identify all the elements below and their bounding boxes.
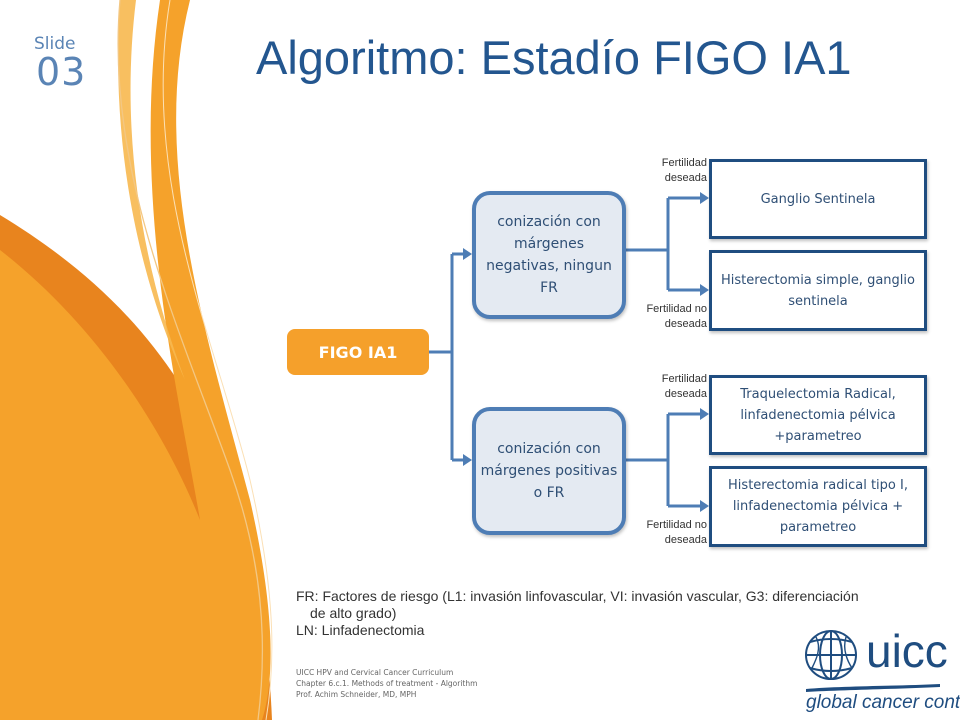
footnote-line: de alto grado) xyxy=(310,605,397,621)
credits: UICC HPV and Cervical Cancer Curriculum … xyxy=(296,667,477,700)
treatment-node-ganglio-sentinela: Ganglio Sentinela xyxy=(709,159,927,239)
arrowhead-leaf1 xyxy=(700,192,709,204)
edge-label-fertility-desired: Fertilidad deseada xyxy=(661,157,707,184)
edge-label-fertility-not-desired: Fertilidad no deseada xyxy=(646,303,707,330)
arrowhead-leaf3 xyxy=(700,408,709,420)
edge-label-fertility-desired: Fertilidad deseada xyxy=(661,373,707,400)
logo-underline xyxy=(806,684,940,692)
slide-number: 03 xyxy=(36,50,87,94)
logo-tagline: global cancer control xyxy=(806,692,960,713)
treatment-node-histerectomia-simple: Histerectomia simple, ganglio sentinela xyxy=(709,250,927,331)
swoosh-outline-2 xyxy=(162,0,273,720)
footnote-line: LN: Linfadenectomia xyxy=(296,622,425,638)
swoosh-light xyxy=(118,0,185,380)
diagram-arrowheads xyxy=(463,192,709,512)
arrowhead-branch-top xyxy=(463,248,472,260)
swoosh-main xyxy=(0,0,271,720)
arrowhead-branch-bottom xyxy=(463,454,472,466)
diagram-connectors xyxy=(429,196,701,508)
treatment-node-traquelectomia-radical: Traquelectomia Radical, linfadenectomia … xyxy=(709,375,927,455)
arrowhead-leaf4 xyxy=(700,500,709,512)
edge-label-fertility-not-desired: Fertilidad no deseada xyxy=(646,519,707,546)
footnote-line: FR: Factores de riesgo (L1: invasión lin… xyxy=(296,588,859,604)
credits-line: UICC HPV and Cervical Cancer Curriculum xyxy=(296,668,454,677)
page-title: Algoritmo: Estadío FIGO IA1 xyxy=(256,31,852,84)
branch-node-margins-positive: conización con márgenes positivas o FR xyxy=(472,407,626,535)
logo-name: uicc xyxy=(866,625,948,677)
footnote: FR: Factores de riesgo (L1: invasión lin… xyxy=(296,588,946,639)
arrowhead-leaf2 xyxy=(700,284,709,296)
swoosh-outline xyxy=(117,0,264,720)
root-node-figo-ia1: FIGO IA1 xyxy=(287,329,429,375)
credits-line: Chapter 6.c.1. Methods of treatment - Al… xyxy=(296,679,478,688)
treatment-node-histerectomia-radical: Histerectomia radical tipo I, linfadenec… xyxy=(709,466,927,547)
slide-label: Slide xyxy=(34,34,76,54)
credits-line: Prof. Achim Schneider, MD, MPH xyxy=(296,690,417,699)
globe-icon xyxy=(805,630,857,680)
branch-node-margins-negative: conización con márgenes negativas, ningu… xyxy=(472,191,626,319)
